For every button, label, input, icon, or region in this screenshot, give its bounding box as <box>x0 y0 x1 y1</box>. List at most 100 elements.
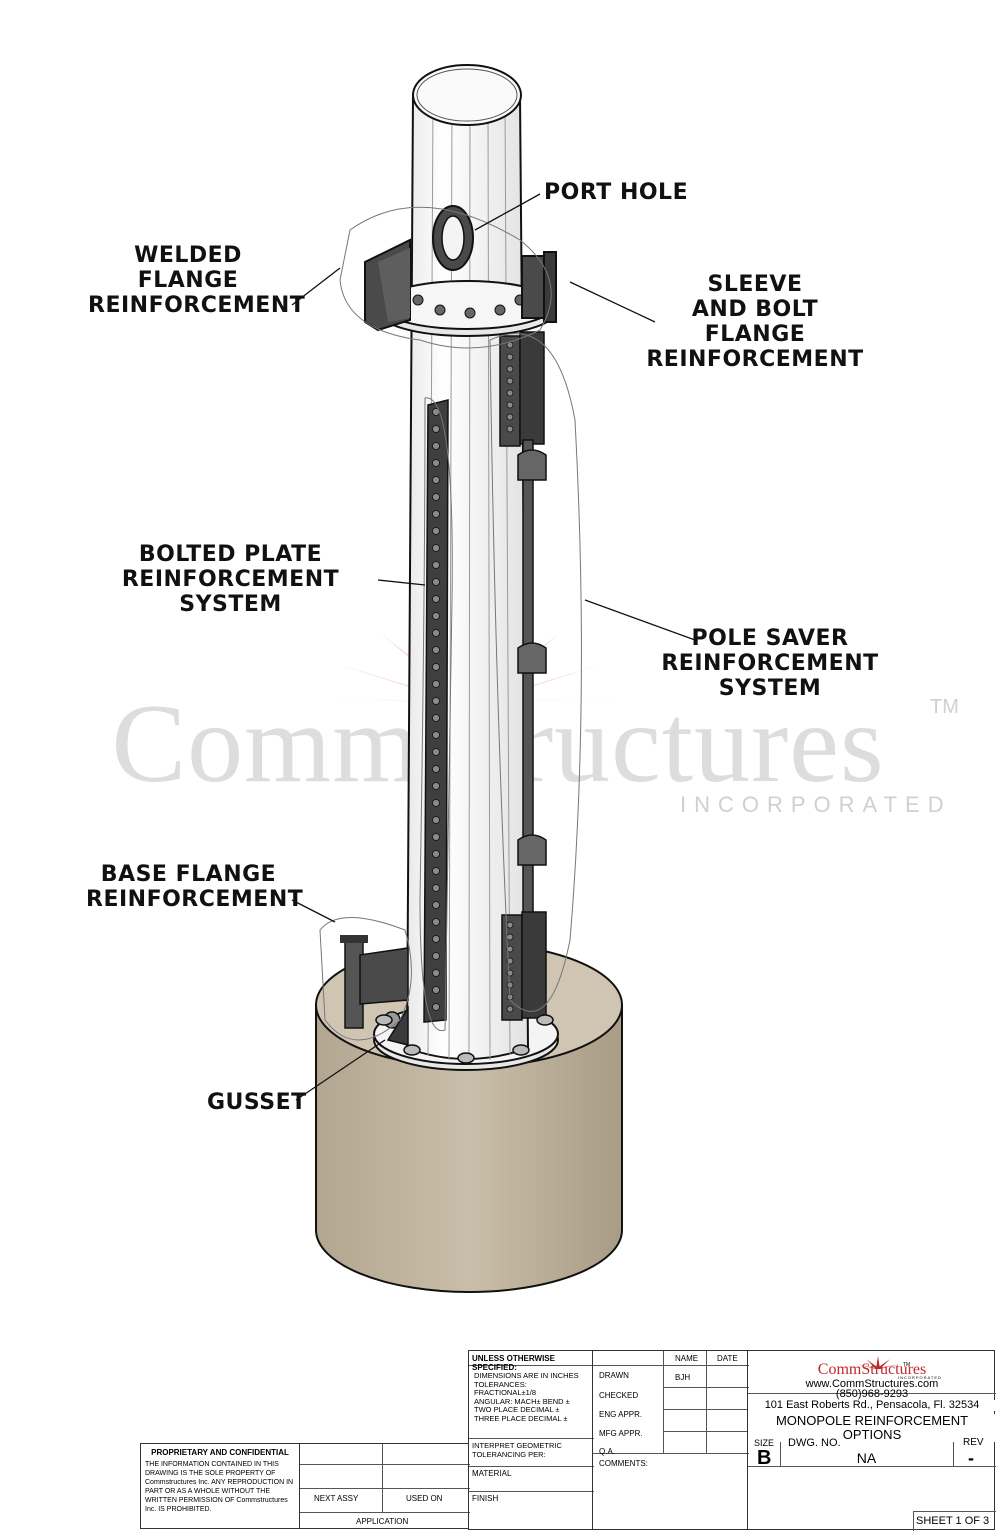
sheet-number: SHEET 1 OF 3 <box>916 1515 990 1527</box>
dwg-no-label: DWG. NO. <box>788 1437 841 1449</box>
tol-finish: FINISH <box>472 1494 499 1503</box>
watermark-trademark: TM <box>930 696 959 718</box>
sleeve-bolt <box>506 1005 514 1013</box>
sleeve-bolt <box>506 921 514 929</box>
plate-bolt <box>432 969 440 977</box>
drawing-title-line1: MONOPOLE REINFORCEMENT <box>775 1413 969 1428</box>
tol-dimensions: DIMENSIONS ARE IN INCHES <box>474 1371 579 1380</box>
used-on-label: USED ON <box>406 1494 443 1503</box>
callout-base-flange-line1: BASE FLANGE <box>100 862 277 887</box>
welded-flange-bracket <box>364 238 411 332</box>
callout-sleeve-bolt-line2: AND BOLT <box>691 297 819 322</box>
proprietary-box: PROPRIETARY AND CONFIDENTIAL THE INFORMA… <box>140 1443 300 1529</box>
company-logo-sub: INCORPORATED <box>898 1375 942 1380</box>
callout-pole-saver-line2: REINFORCEMENT SYSTEM <box>661 651 879 701</box>
plate-bolt <box>432 765 440 773</box>
plate-bolt <box>432 595 440 603</box>
callout-welded-flange-line2: FLANGE <box>137 268 239 293</box>
plate-bolt <box>432 799 440 807</box>
mfg-appr-label: MFG APPR. <box>599 1429 643 1438</box>
plate-bolt <box>432 952 440 960</box>
plate-bolt <box>432 663 440 671</box>
size-label: SIZE <box>754 1438 775 1448</box>
port-hole <box>432 205 474 271</box>
callout-sleeve-bolt-line3: FLANGE <box>704 322 806 347</box>
plate-bolt <box>432 714 440 722</box>
tol-fractional: FRACTIONAL±1/8 <box>474 1388 537 1397</box>
plate-bolt <box>432 425 440 433</box>
company-address: 101 East Roberts Rd., Pensacola, Fl. 325… <box>748 1400 996 1411</box>
plate-bolt <box>432 527 440 535</box>
plate-bolt <box>432 544 440 552</box>
sleeve-bolt <box>506 945 514 953</box>
base-bolts <box>375 1014 554 1064</box>
next-assy-label: NEXT ASSY <box>314 1494 359 1503</box>
callout-sleeve-bolt-line1: SLEEVE <box>707 272 803 297</box>
callout-bolted-plate: BOLTED PLATE REINFORCEMENT SYSTEM <box>78 542 383 617</box>
size-value: B <box>757 1447 772 1469</box>
plate-bolt <box>432 561 440 569</box>
callout-sleeve-bolt-line4: REINFORCEMENT <box>646 347 864 372</box>
rev-label: REV <box>963 1437 984 1448</box>
drawing-title: MONOPOLE REINFORCEMENT OPTIONS <box>748 1414 996 1442</box>
callout-pole-saver: POLE SAVER REINFORCEMENT SYSTEM <box>620 626 920 701</box>
company-website: www.CommStructures.com <box>805 1378 939 1390</box>
plate-bolt <box>432 816 440 824</box>
proprietary-heading: PROPRIETARY AND CONFIDENTIAL <box>151 1448 289 1457</box>
company-logo-text: CommStructures <box>817 1361 927 1378</box>
tol-three-place: THREE PLACE DECIMAL ± <box>474 1413 568 1423</box>
drawn-name: BJH <box>675 1373 691 1382</box>
plate-bolt <box>432 612 440 620</box>
sleeve-bolt <box>506 377 514 385</box>
plate-bolt <box>432 646 440 654</box>
sleeve-bolt-bracket <box>521 251 557 323</box>
plate-bolt <box>432 748 440 756</box>
callout-base-flange-line2: REINFORCEMENT <box>86 887 304 912</box>
watermark-subtitle: INCORPORATED <box>680 792 952 817</box>
tol-tolerances: TOLERANCES: <box>474 1379 527 1389</box>
company-title-box: CommStructures TM INCORPORATED www.CommS… <box>747 1350 996 1531</box>
bolted-plate-strip <box>423 399 449 1023</box>
callout-pole-saver-line1: POLE SAVER <box>691 626 849 651</box>
rev-value: - <box>968 1448 974 1468</box>
plate-bolt <box>432 986 440 994</box>
approvals-box: NAME DATE DRAWN BJH CHECKED ENG APPR. MF… <box>592 1350 749 1530</box>
proprietary-body: THE INFORMATION CONTAINED IN THIS DRAWIN… <box>145 1461 294 1513</box>
logo-sunburst-icon <box>856 1356 900 1369</box>
plate-bolt <box>432 629 440 637</box>
sleeve-bolt <box>506 389 514 397</box>
tol-material: MATERIAL <box>472 1469 512 1478</box>
qa-label: Q.A. <box>599 1447 616 1456</box>
dwg-no-value: NA <box>856 1450 877 1466</box>
gusset <box>386 1005 409 1046</box>
plate-bolt <box>432 697 440 705</box>
plate-bolt <box>432 918 440 926</box>
tol-two-place: TWO PLACE DECIMAL ± <box>474 1405 560 1414</box>
sleeve-bolt <box>506 969 514 977</box>
callout-bolted-plate-line1: BOLTED PLATE <box>138 542 323 567</box>
checked-label: CHECKED <box>599 1391 639 1400</box>
callout-welded-flange-line1: WELDED <box>134 243 242 268</box>
plate-bolt <box>432 833 440 841</box>
callout-port-hole: PORT HOLE <box>544 180 689 205</box>
plate-bolt <box>432 850 440 858</box>
plate-bolt <box>432 884 440 892</box>
sleeve-bolt <box>506 933 514 941</box>
sleeve-bolt <box>506 353 514 361</box>
plate-bolt <box>432 731 440 739</box>
company-logo-tm: TM <box>903 1362 911 1368</box>
plate-bolt <box>432 578 440 586</box>
sleeve-bolt <box>506 365 514 373</box>
drawn-label: DRAWN <box>599 1371 629 1380</box>
plate-bolt <box>432 510 440 518</box>
eng-appr-label: ENG APPR. <box>599 1410 643 1419</box>
plate-bolt <box>432 459 440 467</box>
callout-gusset: GUSSET <box>207 1090 307 1115</box>
plate-bolt <box>432 901 440 909</box>
callout-bolted-plate-line2: REINFORCEMENT SYSTEM <box>121 567 340 617</box>
callout-welded-flange: WELDED FLANGE REINFORCEMENT <box>88 243 305 318</box>
plate-bolt <box>432 935 440 943</box>
date-column-header: DATE <box>717 1354 738 1363</box>
sleeve-bolt <box>506 425 514 433</box>
